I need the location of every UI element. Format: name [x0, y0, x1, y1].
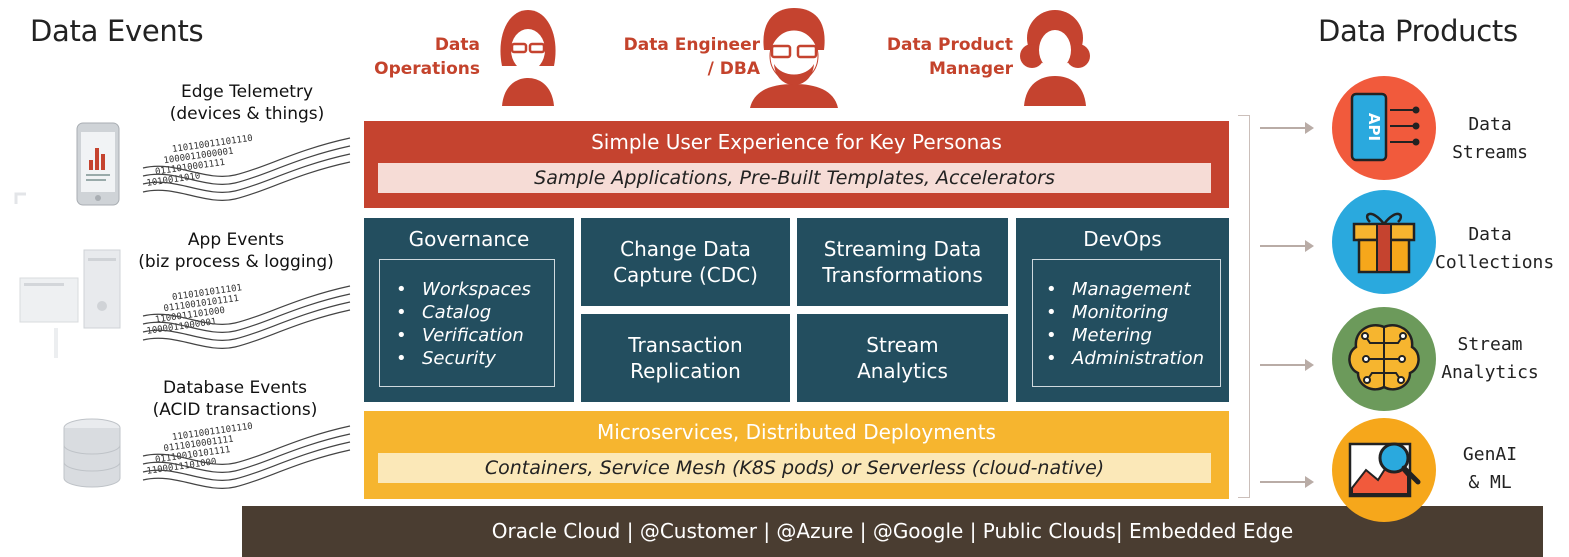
microservices-band: Microservices, Distributed Deployments C…	[364, 411, 1229, 499]
data-streams-product: API	[1332, 76, 1436, 180]
devops-item: •Monitoring	[1046, 302, 1169, 323]
api-icon: API	[1350, 92, 1420, 162]
arrow-to-data-collections	[1260, 240, 1314, 252]
governance-list: •Workspaces •Catalog •Verification •Secu…	[379, 259, 555, 387]
streaming-transform-title: Streaming Data Transformations	[822, 237, 983, 287]
transaction-replication-title: Transaction Replication	[628, 333, 743, 383]
product-label-stream-analytics: Stream Analytics	[1441, 334, 1539, 383]
woman-glasses-icon	[500, 10, 556, 106]
transaction-replication-tile: Transaction Replication	[581, 314, 790, 402]
gift-box-icon	[1352, 212, 1416, 274]
governance-item: •Verification	[396, 325, 524, 346]
data-products-heading: Data Products	[1318, 14, 1518, 48]
product-label-data-collections: Data Collections	[1435, 224, 1555, 273]
user-experience-band: Simple User Experience for Key Personas …	[364, 121, 1229, 208]
product-label-genai-ml: GenAI & ML	[1462, 444, 1518, 493]
arrow-to-genai-ml	[1260, 476, 1314, 488]
stream-analytics-title: Stream Analytics	[857, 333, 948, 383]
source-label-app: App Events (biz process & logging)	[138, 230, 334, 272]
governance-panel: Governance •Workspaces •Catalog •Verific…	[364, 218, 574, 402]
binary-stream-app: 0110101011101 01110010101111 11000111010…	[142, 283, 351, 349]
data-collections-product	[1332, 190, 1436, 294]
cdc-title: Change Data Capture (CDC)	[613, 237, 758, 287]
smartphone-icon	[76, 122, 120, 206]
server-icon	[14, 192, 121, 358]
persona-label-product-manager: Data Product Manager	[886, 35, 1013, 79]
stream-analytics-product	[1332, 307, 1436, 411]
change-data-capture-tile: Change Data Capture (CDC)	[581, 218, 790, 306]
governance-title: Governance	[408, 227, 530, 251]
binary-stream-edge: 110110011101110 1000011000001 0111010001…	[142, 134, 351, 201]
arrow-to-stream-analytics	[1260, 359, 1314, 371]
source-label-edge: Edge Telemetry (devices & things)	[169, 82, 325, 124]
arrow-to-data-streams	[1260, 122, 1314, 134]
governance-item: •Workspaces	[396, 279, 531, 300]
source-label-db: Database Events (ACID transactions)	[152, 378, 318, 420]
devops-item: •Management	[1046, 279, 1191, 300]
bearded-man-icon	[750, 8, 838, 108]
governance-item: •Security	[396, 348, 496, 369]
curly-woman-icon	[1020, 10, 1090, 106]
devops-panel: DevOps •Management •Monitoring •Metering…	[1016, 218, 1229, 402]
output-bracket	[1238, 115, 1250, 498]
brain-icon	[1348, 324, 1420, 391]
product-label-data-streams: Data Streams	[1452, 114, 1528, 163]
governance-item: •Catalog	[396, 302, 492, 323]
ux-subtitle: Sample Applications, Pre-Built Templates…	[378, 163, 1211, 193]
streaming-transformations-tile: Streaming Data Transformations	[797, 218, 1008, 306]
stream-analytics-tile: Stream Analytics	[797, 314, 1008, 402]
svg-text:API: API	[1365, 113, 1383, 141]
persona-label-ops: Data Operations	[374, 35, 480, 79]
data-events-heading: Data Events	[30, 14, 204, 48]
database-icon	[63, 418, 121, 488]
platform-bar: Oracle Cloud | @Customer | @Azure | @Goo…	[242, 506, 1543, 557]
genai-ml-product	[1332, 418, 1436, 522]
ux-title: Simple User Experience for Key Personas	[591, 130, 1002, 154]
microservices-subtitle: Containers, Service Mesh (K8S pods) or S…	[378, 453, 1211, 483]
devops-item: •Administration	[1046, 348, 1205, 369]
chart-magnifier-icon	[1348, 442, 1421, 498]
persona-label-engineer: Data Engineer / DBA	[623, 35, 760, 79]
microservices-title: Microservices, Distributed Deployments	[597, 420, 996, 444]
devops-title: DevOps	[1083, 227, 1162, 251]
devops-item: •Metering	[1046, 325, 1152, 346]
binary-stream-db: 110110011101110 0111010001111 0111001010…	[142, 422, 351, 489]
devops-list: •Management •Monitoring •Metering •Admin…	[1032, 259, 1221, 387]
